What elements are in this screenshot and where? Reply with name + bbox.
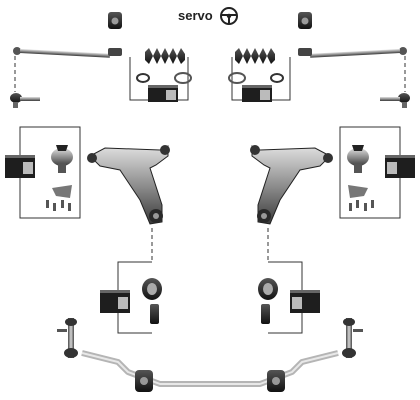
control-arm-left [87,145,170,225]
stabilizer-mount-bushing-right [298,12,312,29]
stabilizer-bar [81,350,339,392]
control-arm-right [250,145,333,225]
outer-tie-rod-end-left [10,93,40,108]
tie-rod-left [13,47,122,58]
servo-label: servo [178,8,213,23]
stabilizer-link-left [57,318,78,358]
control-arm-bushing-kit-left [100,261,162,334]
ball-joint-kit-right [339,126,415,219]
control-arm-bushing-kit-right [258,261,320,334]
stabilizer-mount-bushing-left [108,12,122,29]
steering-rack-boot-kit-right [228,48,291,102]
steering-rack-boot-kit-left [129,48,192,102]
steering-wheel-icon [220,7,238,25]
outer-tie-rod-end-right [380,93,410,108]
stabilizer-link-right [342,318,363,358]
ball-joint-kit-left [5,126,81,219]
tie-rod-right [298,47,407,58]
